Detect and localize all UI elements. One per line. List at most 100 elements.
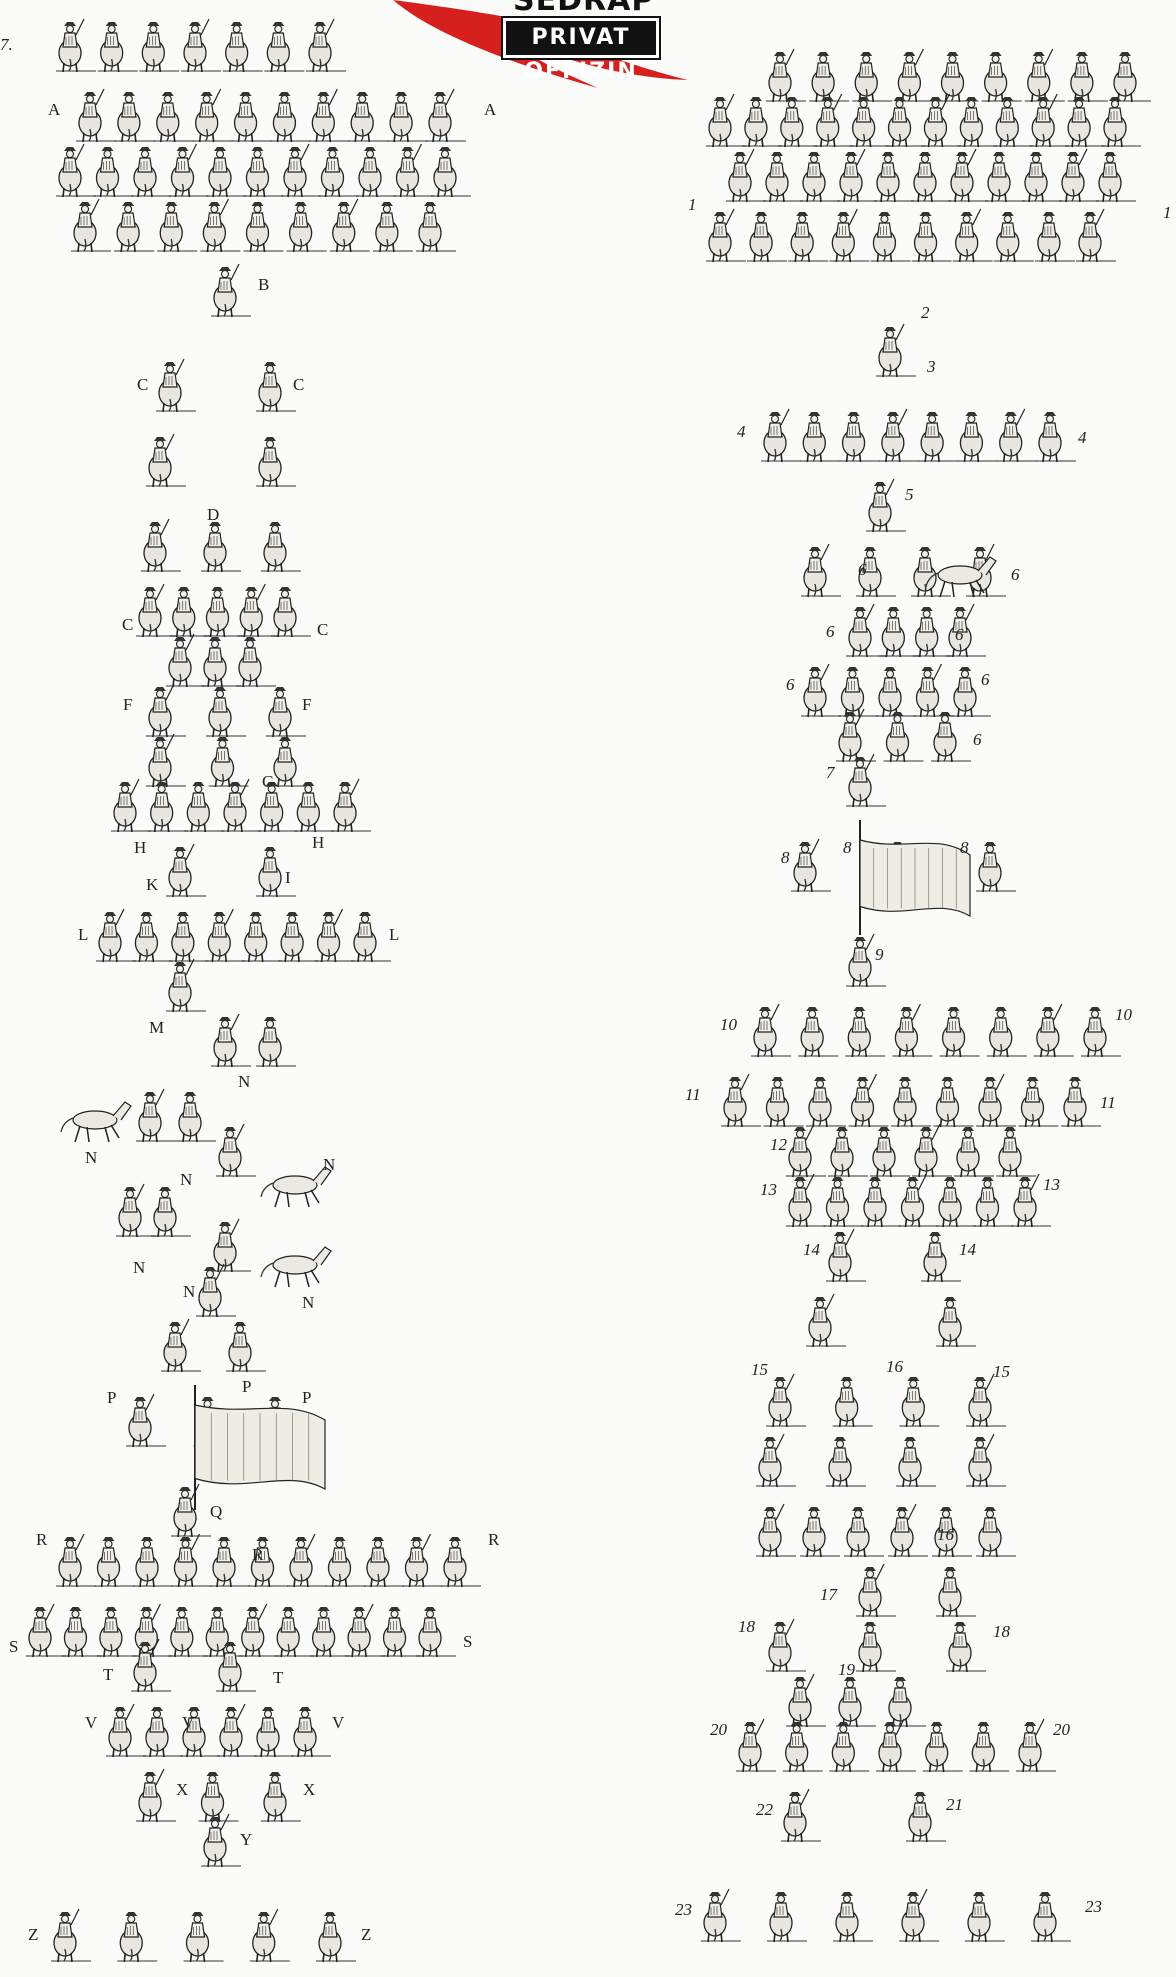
rider-figure: [171, 1484, 211, 1537]
rider-figure: [98, 22, 138, 72]
label-8: 8: [960, 838, 969, 857]
rider-figure: [1065, 97, 1105, 147]
rider-figure: [256, 437, 296, 487]
rider-figure: [914, 664, 954, 717]
rider-figure: [26, 1604, 66, 1657]
rider-figure: [870, 1127, 910, 1177]
rider-figure: [236, 637, 276, 687]
label-13: 13: [760, 1180, 777, 1199]
label-c: C: [137, 375, 148, 394]
rider-figure: [806, 1294, 846, 1347]
rider-figure: [51, 1909, 91, 1962]
rider-figure: [143, 1707, 183, 1757]
label-i: I: [285, 868, 291, 887]
label-1: 1: [688, 195, 697, 214]
rider-figure: [416, 1607, 456, 1657]
rider-figure: [1111, 52, 1151, 102]
rider-figure: [168, 1607, 208, 1657]
label-n: N: [85, 1148, 97, 1167]
rider-figure: [982, 52, 1022, 102]
rider-figure: [206, 147, 246, 197]
label-x: X: [303, 1780, 315, 1799]
rider-figure: [1068, 52, 1108, 102]
logo-wordmark: SEDRAPER: [513, 0, 653, 16]
rider-figure: [381, 1607, 421, 1657]
rider-figure: [61, 1607, 101, 1657]
label-q: Q: [210, 1502, 222, 1521]
rider-figure: [879, 607, 919, 657]
rider-figure: [706, 209, 746, 262]
rider-figure: [886, 97, 926, 147]
rider-figure: [1016, 1719, 1056, 1772]
label-18: 18: [738, 1617, 756, 1636]
rider-figure: [829, 209, 869, 262]
rider-figure: [913, 607, 953, 657]
rider-figure: [250, 1909, 290, 1962]
rider-figure: [319, 147, 359, 197]
rider-figure: [71, 199, 111, 252]
rider-figure: [161, 1319, 201, 1372]
label-c: C: [122, 615, 133, 634]
label-r: R: [36, 1530, 48, 1549]
rider-figure: [356, 147, 396, 197]
rider-figure: [801, 544, 841, 597]
rider-figure: [403, 1534, 443, 1587]
rider-figure: [1036, 412, 1076, 462]
rider-figure: [756, 1434, 796, 1487]
label-f: F: [302, 695, 311, 714]
rider-figure: [266, 687, 306, 737]
rider-figure: [1031, 1892, 1071, 1942]
rider-figure: [131, 147, 171, 197]
rider-figure: [846, 604, 886, 657]
label-11: 11: [685, 1085, 701, 1104]
rider-figure: [912, 212, 952, 262]
rider-figure: [974, 1177, 1014, 1227]
rider-figure: [441, 1537, 481, 1587]
label-p: P: [107, 1388, 116, 1407]
label-23: 23: [1085, 1897, 1102, 1916]
rider-figure: [373, 202, 413, 252]
label-15: 15: [751, 1360, 768, 1379]
rider-figure: [291, 1707, 331, 1757]
rider-figure: [136, 1769, 176, 1822]
rider-figure: [271, 587, 311, 637]
rider-figure: [969, 1722, 1009, 1772]
rider-figure: [856, 1564, 896, 1617]
rider-figure: [211, 1219, 251, 1272]
rider-figure: [997, 409, 1037, 462]
rider-figure: [287, 1534, 327, 1587]
label-6: 6: [973, 730, 982, 749]
label-v: V: [332, 1713, 345, 1732]
rider-figure: [833, 1892, 873, 1942]
rider-figure: [1025, 49, 1065, 102]
label-8: 8: [843, 838, 852, 857]
rider-figure: [828, 1127, 868, 1177]
rider-figure: [895, 49, 935, 102]
label-b: B: [258, 275, 269, 294]
label-a: A: [484, 100, 497, 119]
rider-figure: [216, 1124, 256, 1177]
label-r: R: [488, 1530, 500, 1549]
rider-figure: [106, 1704, 146, 1757]
rider-figure: [201, 522, 241, 572]
rider-figure: [879, 409, 919, 462]
rider-figure: [836, 1677, 876, 1727]
label-n: N: [183, 1282, 195, 1301]
rider-figure: [394, 144, 434, 197]
rider-figure: [232, 92, 272, 142]
label-11: 11: [1100, 1093, 1116, 1112]
rider-figure: [957, 412, 997, 462]
rider-figure: [800, 412, 840, 462]
rider-figure: [166, 634, 206, 687]
rider-figure: [829, 1722, 869, 1772]
rider-figures: [26, 19, 1151, 1962]
rider-figure: [800, 1507, 840, 1557]
rider-figure: [201, 637, 241, 687]
rider-figure: [154, 92, 194, 142]
rider-figure: [1059, 149, 1099, 202]
label-n: N: [133, 1258, 145, 1277]
rider-figure: [94, 147, 134, 197]
rider-figure: [874, 152, 914, 202]
rider-figure: [912, 1124, 952, 1177]
rider-figure: [157, 202, 197, 252]
